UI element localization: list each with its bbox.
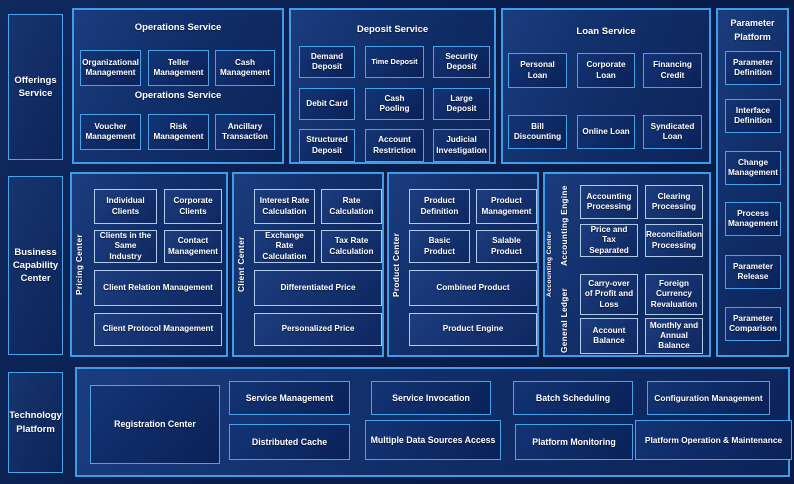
box-online-loan: Online Loan xyxy=(577,115,635,149)
box-debit-card: Debit Card xyxy=(299,88,355,120)
box-monthly-annual-balance: Monthly and Annual Balance xyxy=(645,318,703,354)
box-change-management: Change Management xyxy=(725,151,781,185)
band-label-offerings-service: Offerings Service xyxy=(8,14,63,160)
box-time-deposit: Time Deposit xyxy=(365,46,424,78)
box-corporate-loan: Corporate Loan xyxy=(577,53,635,88)
box-service-management: Service Management xyxy=(229,381,350,415)
box-organizational-management: Organizational Management xyxy=(80,50,141,86)
box-demand-deposit: Demand Deposit xyxy=(299,46,355,78)
box-interest-rate-calculation: Interest Rate Calculation xyxy=(254,189,315,224)
box-distributed-cache: Distributed Cache xyxy=(229,424,350,460)
section-technology-platform: Registration Center Service Management D… xyxy=(75,367,792,477)
section-parameter-platform: Parameter Platform Parameter Definition … xyxy=(716,8,789,357)
box-personal-loan: Personal Loan xyxy=(508,53,567,88)
box-platform-monitoring: Platform Monitoring xyxy=(515,424,633,460)
box-parameter-release: Parameter Release xyxy=(725,255,781,289)
box-parameter-comparison: Parameter Comparison xyxy=(725,307,781,341)
box-corporate-clients: Corporate Clients xyxy=(164,189,222,224)
box-salable-product: Salable Product xyxy=(476,230,537,263)
box-cash-management: Cash Management xyxy=(215,50,275,86)
section-accounting-center: Accounting Center Accounting Engine Gene… xyxy=(543,172,711,357)
box-personalized-price: Personalized Price xyxy=(254,313,382,346)
box-platform-operation-maintenance: Platform Operation & Maintenance xyxy=(635,420,792,460)
box-ancillary-transaction: Ancillary Transaction xyxy=(215,114,275,150)
box-reconciliation-processing: Reconciliation Processing xyxy=(645,224,703,257)
operations-service-subtitle: Operations Service xyxy=(134,90,222,101)
box-judicial-investigation: Judicial Investigation xyxy=(433,129,490,162)
box-parameter-definition: Parameter Definition xyxy=(725,51,781,85)
box-client-protocol-management: Client Protocol Management xyxy=(94,313,222,346)
box-large-deposit: Large Deposit xyxy=(433,88,490,120)
box-syndicated-loan: Syndicated Loan xyxy=(643,115,702,149)
box-batch-scheduling: Batch Scheduling xyxy=(513,381,633,415)
box-product-management: Product Management xyxy=(476,189,537,224)
section-client-center: Client Center Interest Rate Calculation … xyxy=(232,172,384,357)
band-label-business-capability-center: Business Capability Center xyxy=(8,176,63,355)
box-combined-product: Combined Product xyxy=(409,270,537,306)
box-differentiated-price: Differentiated Price xyxy=(254,270,382,306)
box-process-management: Process Management xyxy=(725,202,781,236)
product-center-label: Product Center xyxy=(391,232,401,297)
section-operations-service: Operations Service Organizational Manage… xyxy=(72,8,284,164)
box-price-and-tax-separated: Price and Tax Separated xyxy=(580,224,638,257)
box-clearing-processing: Clearing Processing xyxy=(645,185,703,219)
client-center-label: Client Center xyxy=(236,236,246,293)
box-exchange-rate-calculation: Exchange Rate Calculation xyxy=(254,230,315,263)
box-account-restriction: Account Restriction xyxy=(365,129,424,162)
box-product-engine: Product Engine xyxy=(409,313,537,346)
section-product-center: Product Center Product Definition Produc… xyxy=(387,172,539,357)
parameter-platform-title-line1: Parameter xyxy=(730,18,775,28)
box-client-relation-management: Client Relation Management xyxy=(94,270,222,306)
section-deposit-service: Deposit Service Demand Deposit Time Depo… xyxy=(289,8,496,164)
box-voucher-management: Voucher Management xyxy=(80,114,141,150)
box-registration-center: Registration Center xyxy=(90,385,220,464)
box-clients-same-industry: Clients in the Same Industry xyxy=(94,230,157,263)
pricing-center-label: Pricing Center xyxy=(74,234,84,295)
box-bill-discounting: Bill Discounting xyxy=(508,115,567,149)
box-risk-management: Risk Management xyxy=(148,114,209,150)
box-multiple-data-sources-access: Multiple Data Sources Access xyxy=(365,420,501,460)
box-financing-credit: Financing Credit xyxy=(643,53,702,88)
box-foreign-currency-revaluation: Foreign Currency Revaluation xyxy=(645,274,703,315)
operations-service-title: Operations Service xyxy=(134,22,222,33)
box-accounting-processing: Accounting Processing xyxy=(580,185,638,219)
loan-service-title: Loan Service xyxy=(576,26,636,37)
box-carry-over-profit-loss: Carry-over of Profit and Loss xyxy=(580,274,638,315)
box-service-invocation: Service Invocation xyxy=(371,381,491,415)
section-loan-service: Loan Service Personal Loan Corporate Loa… xyxy=(501,8,711,164)
box-tax-rate-calculation: Tax Rate Calculation xyxy=(321,230,382,263)
box-individual-clients: Individual Clients xyxy=(94,189,157,224)
box-structured-deposit: Structured Deposit xyxy=(299,129,355,162)
box-basic-product: Basic Product xyxy=(409,230,470,263)
box-configuration-management: Configuration Management xyxy=(647,381,770,415)
box-security-deposit: Security Deposit xyxy=(433,46,490,78)
box-interface-definition: Interface Definition xyxy=(725,99,781,133)
box-contact-management: Contact Management xyxy=(164,230,222,263)
section-pricing-center: Pricing Center Individual Clients Corpor… xyxy=(70,172,228,357)
band-label-technology-platform: Technology Platform xyxy=(8,372,63,473)
box-product-definition: Product Definition xyxy=(409,189,470,224)
general-ledger-label: General Ledger xyxy=(559,287,569,353)
parameter-platform-title-line2: Platform xyxy=(734,32,771,42)
box-rate-calculation: Rate Calculation xyxy=(321,189,382,224)
deposit-service-title: Deposit Service xyxy=(356,24,429,35)
box-account-balance: Account Balance xyxy=(580,318,638,354)
accounting-engine-label: Accounting Engine xyxy=(559,185,569,267)
accounting-center-label: Accounting Center xyxy=(546,231,553,298)
box-cash-pooling: Cash Pooling xyxy=(365,88,424,120)
box-teller-management: Teller Management xyxy=(148,50,209,86)
